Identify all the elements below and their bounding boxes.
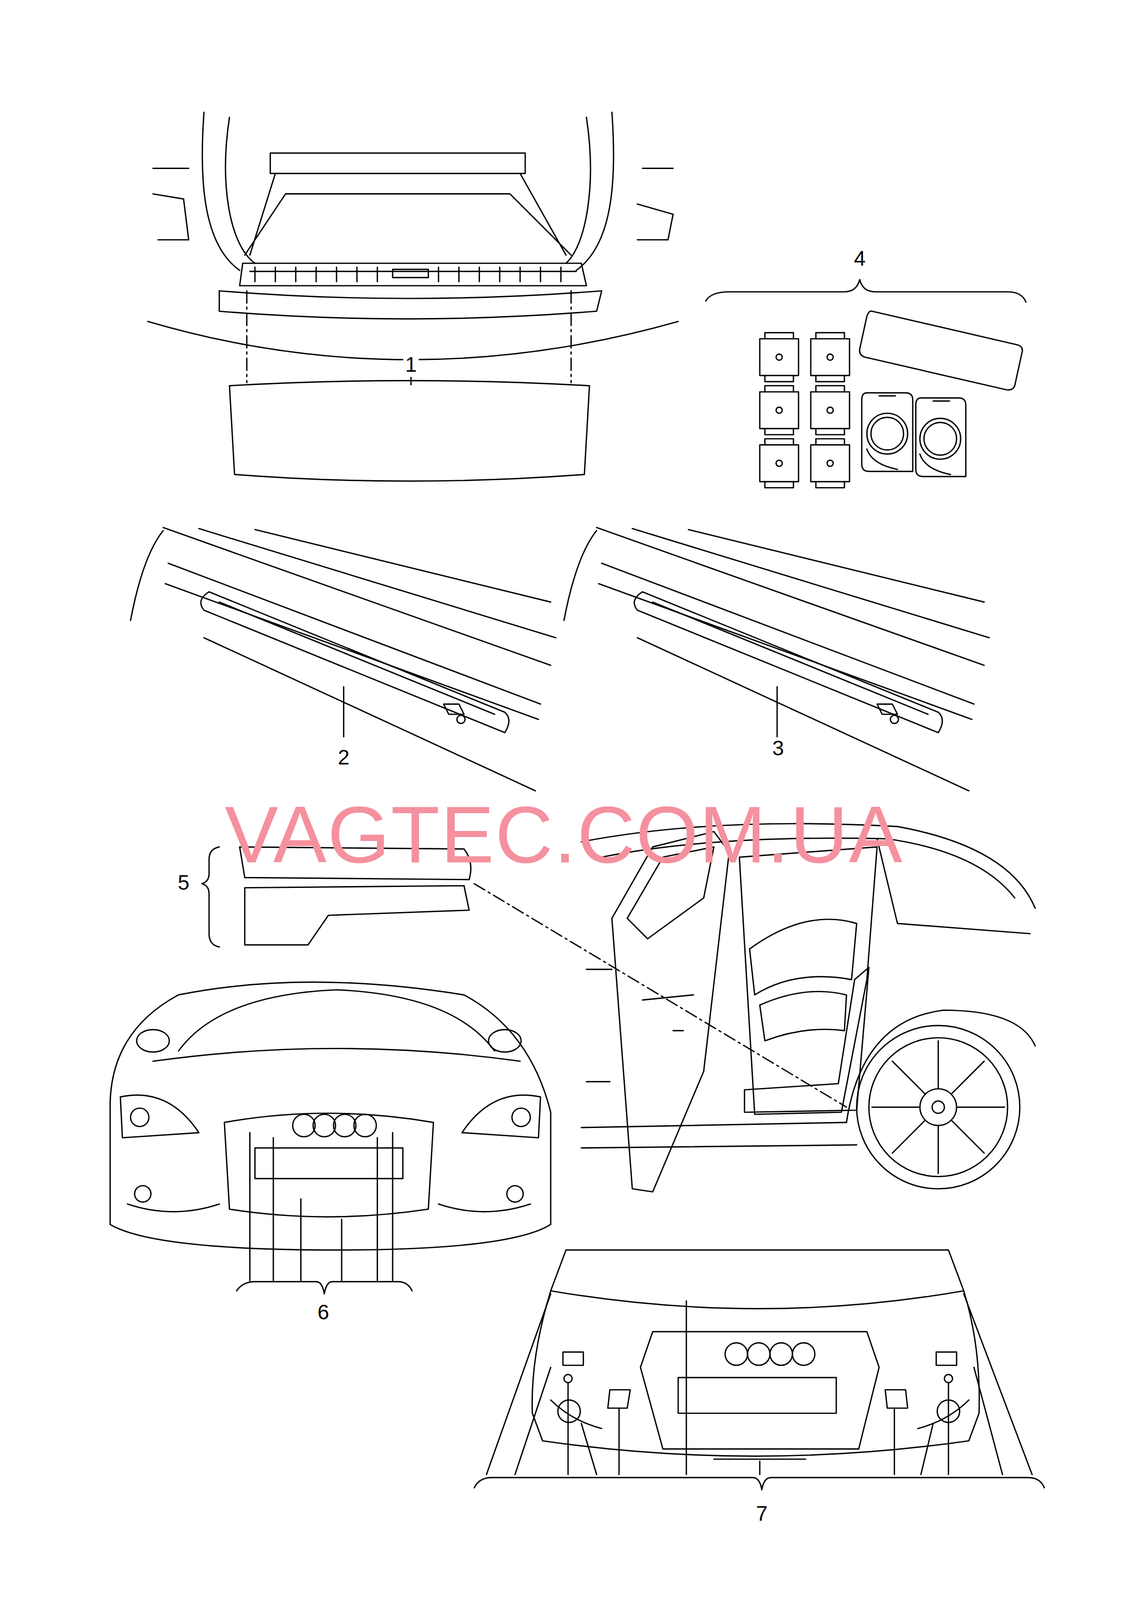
callout-number: 6 xyxy=(315,1301,332,1323)
sill-trim xyxy=(130,527,557,791)
callout-number: 1 xyxy=(403,353,420,375)
clip-set xyxy=(705,279,1026,488)
callout-number: 4 xyxy=(852,247,868,269)
hatchback-front xyxy=(474,1249,1045,1490)
coupe-front xyxy=(110,982,551,1294)
car-side-view xyxy=(581,823,1035,1192)
callout-number: 2 xyxy=(336,746,352,768)
callout-number: 3 xyxy=(770,737,787,759)
callout-number: 5 xyxy=(175,871,192,893)
trunk-view xyxy=(148,112,679,482)
callout-number: 7 xyxy=(754,1502,770,1524)
watermark: VAGTEC.COM.UA xyxy=(222,794,906,875)
protective-film xyxy=(201,846,847,1107)
